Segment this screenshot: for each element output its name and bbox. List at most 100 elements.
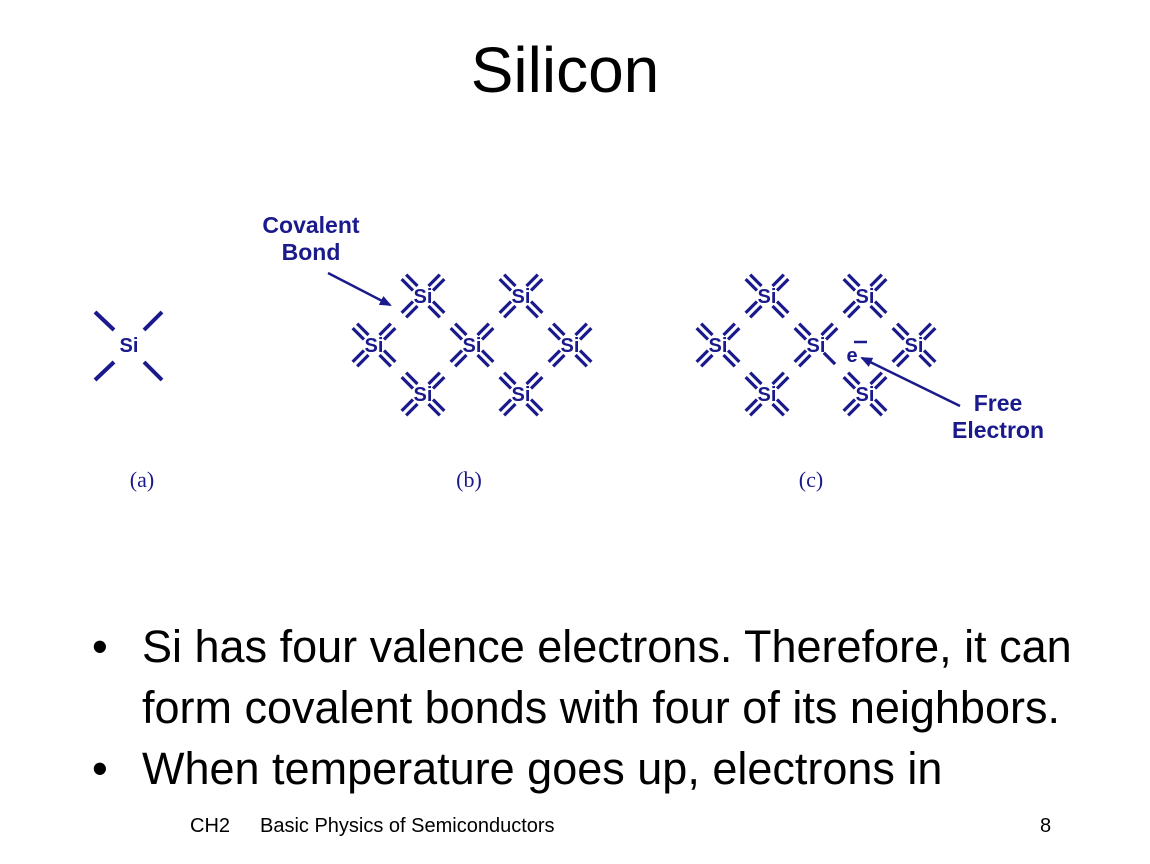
covalent-bond — [351, 349, 366, 363]
footer-subject: Basic Physics of Semiconductors — [260, 815, 555, 837]
free-electron-arrow — [860, 356, 961, 408]
covalent-bond — [498, 300, 513, 314]
covalent-bond — [378, 353, 392, 368]
covalent-bond — [431, 300, 446, 314]
covalent-bond — [695, 327, 710, 341]
covalent-bond — [749, 304, 763, 319]
covalent-bond — [405, 371, 419, 386]
covalent-bond — [400, 376, 415, 390]
covalent-bond — [454, 322, 468, 337]
atom-label-si: Si — [561, 335, 580, 357]
slide-title: Silicon — [470, 34, 660, 106]
atom-label-si: Si — [856, 384, 875, 406]
covalent-bond — [529, 300, 544, 314]
bullet-list: Si has four valence electrons. Therefore… — [92, 616, 1132, 799]
atom-label-si: Si — [709, 335, 728, 357]
covalent-bond — [400, 278, 415, 292]
covalent-bond — [793, 327, 808, 341]
covalent-bond — [749, 273, 763, 288]
single-atom-figure — [93, 310, 164, 382]
covalent-bond — [525, 304, 539, 319]
covalent-bond — [869, 402, 883, 417]
covalent-bond — [525, 273, 539, 288]
covalent-bond — [896, 353, 910, 368]
covalent-bond — [356, 322, 370, 337]
covalent-bond — [700, 322, 714, 337]
covalent-bond — [529, 278, 544, 292]
covalent-bond — [356, 353, 370, 368]
covalent-bond — [922, 327, 937, 341]
covalent-bond — [793, 349, 808, 363]
covalent-bond — [726, 349, 741, 363]
covalent-bond — [873, 300, 888, 314]
covalent-bond — [824, 327, 839, 341]
covalent-bond — [869, 304, 883, 319]
atom-label-si: Si — [758, 384, 777, 406]
covalent-bond — [574, 353, 588, 368]
atom-label-si: Si — [120, 335, 139, 357]
covalent-bond — [427, 371, 441, 386]
covalent-bond — [847, 304, 861, 319]
covalent-bond — [498, 376, 513, 390]
covalent-bond — [400, 300, 415, 314]
covalent-bond — [842, 398, 857, 412]
covalent-bond — [873, 398, 888, 412]
covalent-bond — [869, 273, 883, 288]
covalent-bond-label-line1: Covalent — [262, 212, 359, 238]
covalent-bond — [744, 278, 759, 292]
covalent-bond — [896, 322, 910, 337]
covalent-bond — [498, 398, 513, 412]
covalent-bond — [431, 398, 446, 412]
covalent-bond — [480, 327, 495, 341]
covalent-bond — [427, 402, 441, 417]
covalent-bond — [775, 300, 790, 314]
covalent-bond — [480, 349, 495, 363]
caption-c: (c) — [799, 467, 823, 492]
atom-label-si: Si — [365, 335, 384, 357]
covalent-bond — [873, 278, 888, 292]
covalent-bond — [503, 371, 517, 386]
covalent-bond — [351, 327, 366, 341]
covalent-bond — [552, 322, 566, 337]
covalent-bond — [749, 402, 763, 417]
covalent-bond — [476, 353, 490, 368]
covalent-bond — [552, 353, 566, 368]
covalent-bond — [695, 349, 710, 363]
covalent-bond-label-line2: Bond — [282, 239, 341, 265]
covalent-bond — [405, 273, 419, 288]
covalent-bond — [547, 349, 562, 363]
covalent-bond — [918, 322, 932, 337]
covalent-bond — [798, 322, 812, 337]
covalent-bond — [842, 300, 857, 314]
covalent-bond — [498, 278, 513, 292]
covalent-bond — [873, 376, 888, 390]
electron-symbol: e — [846, 345, 857, 367]
covalent-bond — [842, 376, 857, 390]
covalent-bond — [503, 402, 517, 417]
atom-label-si: Si — [512, 286, 531, 308]
covalent-bond — [578, 349, 593, 363]
covalent-bond — [525, 402, 539, 417]
covalent-bond — [775, 398, 790, 412]
covalent-bond — [700, 353, 714, 368]
atom-label-si: Si — [758, 286, 777, 308]
covalent-bond — [427, 304, 441, 319]
atom-label-si: Si — [512, 384, 531, 406]
footer-course: CH2 — [190, 815, 231, 837]
covalent-bond — [847, 273, 861, 288]
covalent-bond — [771, 402, 785, 417]
caption-b: (b) — [456, 467, 482, 492]
atom-label-si: Si — [414, 384, 433, 406]
free-electron-label-line1: Free — [974, 390, 1023, 416]
covalent-bond — [431, 278, 446, 292]
covalent-bond — [842, 278, 857, 292]
covalent-bond — [775, 278, 790, 292]
covalent-bond — [722, 353, 736, 368]
covalent-bond — [427, 273, 441, 288]
covalent-bond — [449, 327, 464, 341]
covalent-bond — [749, 371, 763, 386]
covalent-bond — [449, 349, 464, 363]
covalent-bond — [726, 327, 741, 341]
